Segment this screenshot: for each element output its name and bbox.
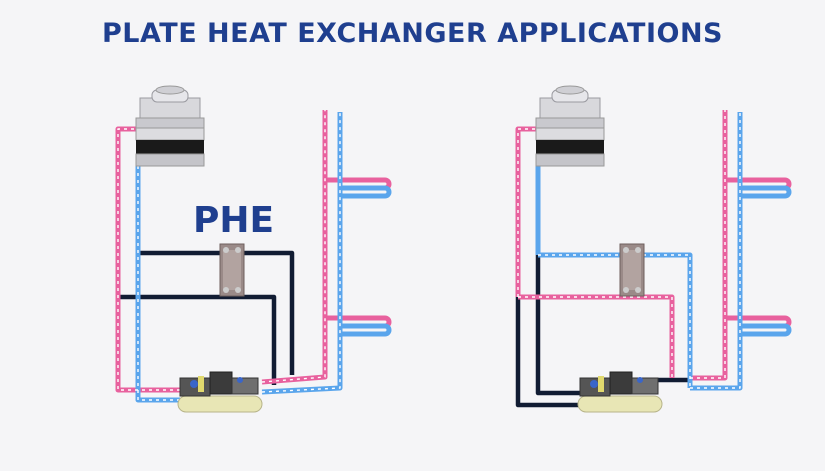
left-plate-heat-exchanger xyxy=(219,243,245,297)
left-chiller xyxy=(177,371,263,413)
right-application-diagram xyxy=(515,85,792,413)
right-cooling-tower xyxy=(535,85,605,167)
left-cooling-tower xyxy=(135,85,205,167)
left-condenser-pipes xyxy=(115,110,392,403)
right-plate-heat-exchanger xyxy=(619,243,645,297)
right-chiller xyxy=(577,371,663,413)
right-condenser-pipes xyxy=(515,110,792,391)
phe-label: PHE xyxy=(193,200,275,241)
page-title: PLATE HEAT EXCHANGER APPLICATIONS xyxy=(101,18,723,49)
left-application-diagram xyxy=(115,85,392,413)
left-dark-pipes xyxy=(118,250,295,385)
